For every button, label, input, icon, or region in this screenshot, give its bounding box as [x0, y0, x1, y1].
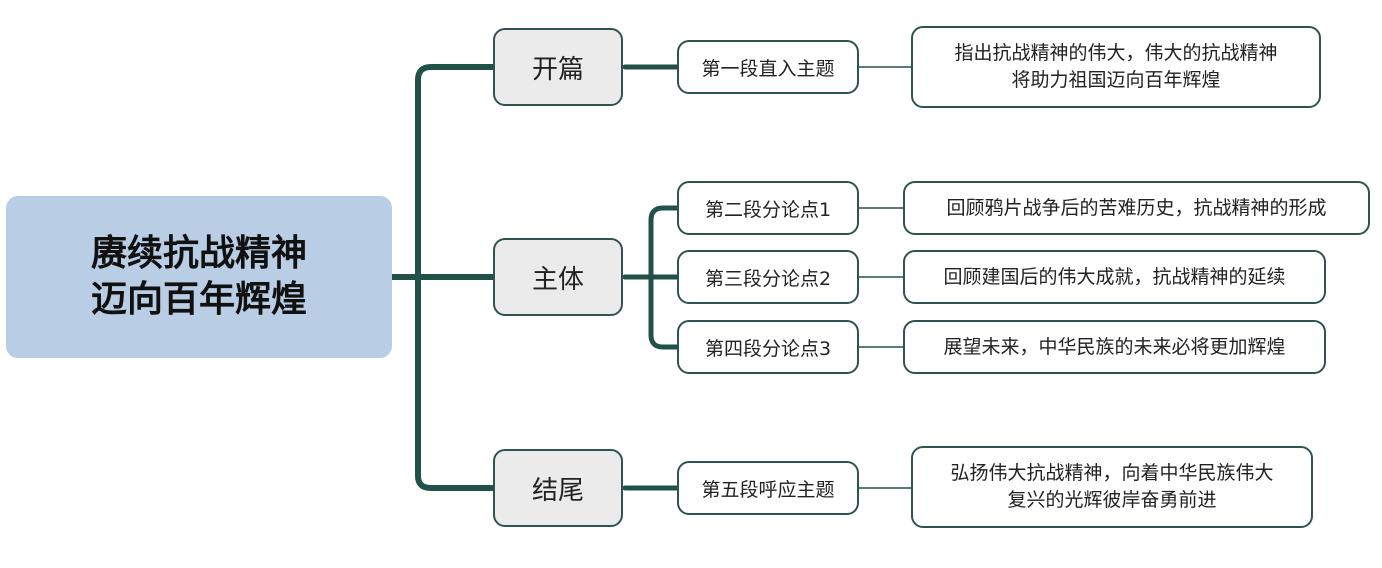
- detail-4-text: 展望未来，中华民族的未来必将更加辉煌: [943, 335, 1286, 358]
- connector-root-opening: [389, 64, 496, 280]
- detail-1-line-2: 将助力祖国迈向百年辉煌: [1011, 69, 1221, 91]
- connector-root-ending: [415, 274, 496, 491]
- section-body[interactable]: 主体: [493, 238, 623, 316]
- paragraph-4[interactable]: 第四段分论点3: [677, 320, 859, 374]
- paragraph-3[interactable]: 第三段分论点2: [677, 250, 859, 304]
- detail-1[interactable]: 指出抗战精神的伟大，伟大的抗战精神 将助力祖国迈向百年辉煌: [911, 26, 1321, 108]
- section-ending[interactable]: 结尾: [493, 449, 623, 527]
- paragraph-1[interactable]: 第一段直入主题: [677, 40, 859, 94]
- detail-5[interactable]: 弘扬伟大抗战精神，向着中华民族伟大 复兴的光辉彼岸奋勇前进: [911, 446, 1313, 528]
- detail-3[interactable]: 回顾建国后的伟大成就，抗战精神的延续: [903, 250, 1326, 304]
- detail-5-line-2: 复兴的光辉彼岸奋勇前进: [1007, 489, 1217, 511]
- root-title-line-2: 迈向百年辉煌: [90, 279, 307, 320]
- detail-2-text: 回顾鸦片战争后的苦难历史，抗战精神的形成: [946, 196, 1327, 219]
- section-opening[interactable]: 开篇: [493, 28, 623, 106]
- root-title-line-1: 赓续抗战精神: [90, 233, 307, 274]
- root-topic[interactable]: 赓续抗战精神 迈向百年辉煌: [6, 196, 392, 358]
- detail-5-line-1: 弘扬伟大抗战精神，向着中华民族伟大: [950, 462, 1274, 484]
- paragraph-5[interactable]: 第五段呼应主题: [677, 461, 859, 515]
- detail-2[interactable]: 回顾鸦片战争后的苦难历史，抗战精神的形成: [903, 181, 1370, 235]
- detail-4[interactable]: 展望未来，中华民族的未来必将更加辉煌: [903, 320, 1326, 374]
- connector-body-p2: [622, 205, 680, 280]
- paragraph-2[interactable]: 第二段分论点1: [677, 181, 859, 235]
- detail-3-text: 回顾建国后的伟大成就，抗战精神的延续: [943, 265, 1286, 288]
- detail-1-line-1: 指出抗战精神的伟大，伟大的抗战精神: [954, 42, 1278, 64]
- connector-body-p4: [648, 274, 680, 350]
